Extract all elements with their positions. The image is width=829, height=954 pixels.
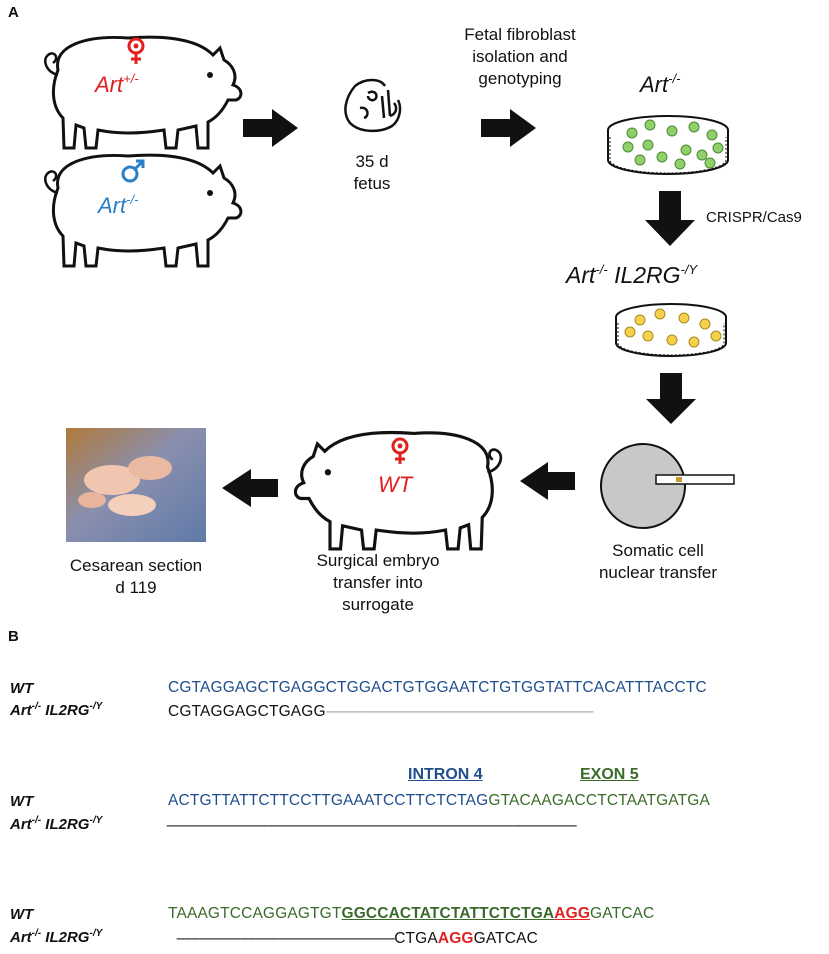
dish1-genotype: Art-/- [640,71,681,97]
panel-a-graphics [43,35,735,551]
row2-ko-sequence: ----------------------------------------… [166,817,577,834]
fetus-caption: 35 d fetus [353,152,391,193]
row2-ko-label: Art-/- IL2RG-/Y [10,815,103,833]
row1-ko-label: Art-/- IL2RG-/Y [10,701,103,719]
fetus-icon [344,78,402,133]
female-pig-icon [43,35,243,150]
arrow-down-crispr [645,191,695,246]
row1-wt-sequence: CGTAGGAGCTGAGGCTGGACTGTGGAATCTGTGGTATTCA… [168,679,707,696]
arrow-to-piglets [222,469,278,507]
dish2-genotype: Art-/- IL2RG-/Y [566,262,698,288]
row1-ko-sequence: CGTAGGAGCTGAGG--------------------------… [168,703,594,720]
row3-ko-label: Art-/- IL2RG-/Y [10,928,103,946]
surrogate-genotype: WT [378,472,413,497]
male-symbol-icon [121,159,145,183]
row3-wt-sequence: TAAAGTCCAGGAGTGTGGCCACTATCTATTCTCTGAAGGG… [168,905,655,922]
arrow-to-fetus [243,109,298,147]
crispr-label: CRISPR/Cas9 [706,209,802,226]
row3-wt-label: WT [10,906,34,923]
row2-wt-label: WT [10,793,34,810]
dish2-cells [624,308,722,348]
female-symbol-icon [391,437,409,464]
arrow-to-surrogate [520,462,575,500]
cesarean-caption: Cesarean section d 119 [69,556,203,597]
arrow-to-dish [481,109,536,147]
male-genotype: Art-/- [98,192,139,218]
male-pig-icon [43,153,243,268]
piglets-photo [66,428,206,542]
female-symbol-icon [127,37,145,64]
row1-wt-label: WT [10,680,34,697]
panel-b-label: B [8,628,19,645]
surrogate-caption: Surgical embryo transfer into surrogate [316,551,440,614]
female-genotype: Art+/- [95,71,139,97]
row2-wt-sequence: ACTGTTATTCTTCCTTGAAATCCTTCTCTAGGTACAAGAC… [168,792,710,809]
panel-a-label: A [8,4,19,21]
intron-label: INTRON 4 [408,766,483,783]
arrow-down-scnt [646,373,696,424]
exon-label: EXON 5 [580,766,639,783]
scnt-caption: Somatic cell nuclear transfer [598,541,718,582]
row3-ko-sequence: ----------------------------------------… [176,930,538,947]
isolation-caption: Fetal fibroblast isolation and genotypin… [464,25,576,88]
oocyte-icon [600,443,735,529]
dish1-cells [622,119,724,170]
